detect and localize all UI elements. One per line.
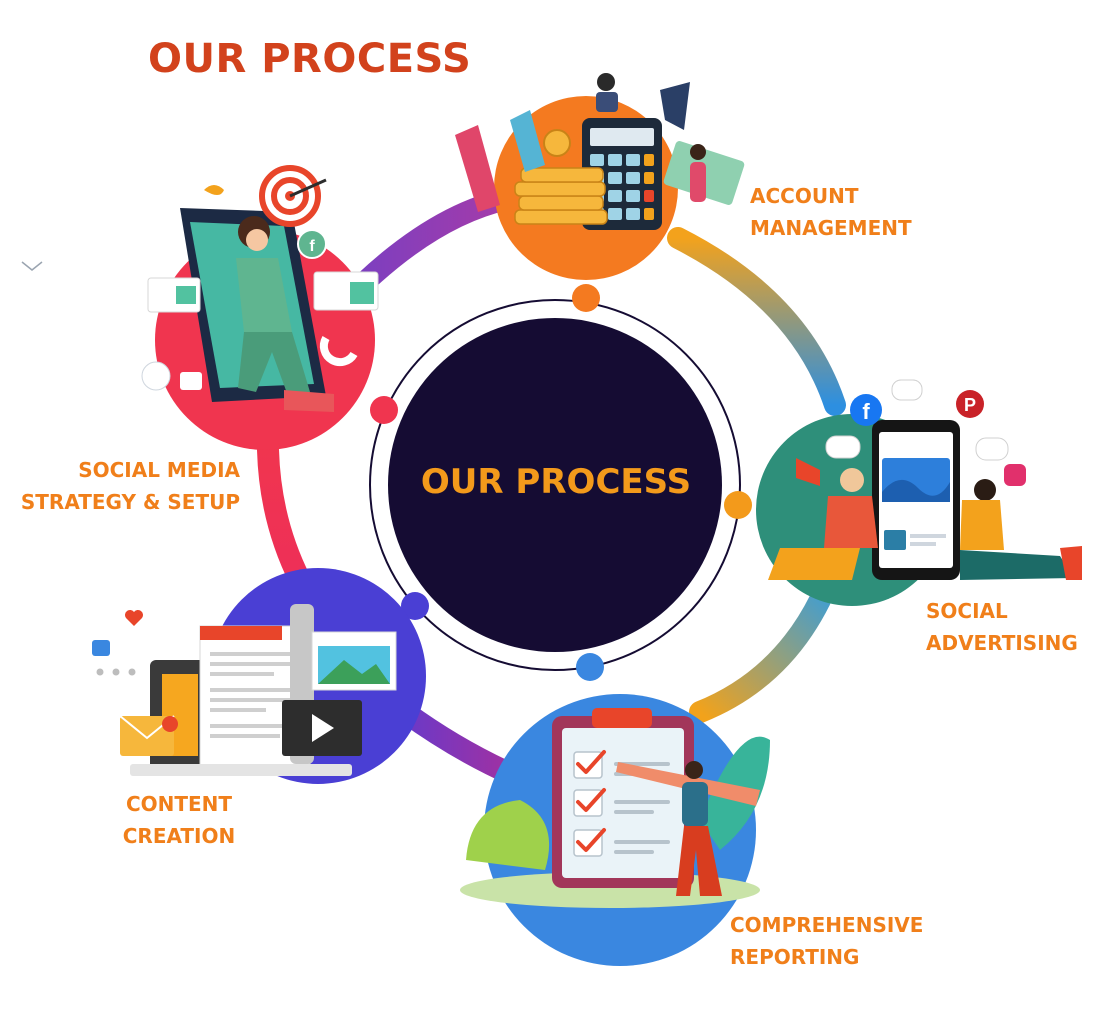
step-label-line: SOCIAL: [926, 599, 1008, 623]
ring-dot-top: [572, 284, 600, 312]
step-label-social-media-strategy: SOCIAL MEDIA STRATEGY & SETUP: [20, 454, 240, 518]
ring-dot-lower-left: [401, 592, 429, 620]
step-label-content-creation: CONTENT CREATION: [104, 788, 254, 852]
ring-dot-bottom: [576, 653, 604, 681]
step-label-comprehensive-reporting: COMPREHENSIVE REPORTING: [730, 909, 923, 973]
step-label-account-management: ACCOUNT MANAGEMENT: [750, 180, 912, 244]
clipboard-checklist-icon: [552, 708, 760, 896]
hub-ring: [369, 299, 741, 671]
step-account-management-illustration: [455, 73, 745, 280]
step-label-line: CREATION: [122, 824, 236, 848]
step-label-line: REPORTING: [730, 945, 860, 969]
step-label-line: ADVERTISING: [926, 631, 1078, 655]
hub-circle: [388, 318, 722, 652]
step-label-line: STRATEGY & SETUP: [20, 490, 240, 514]
connector-arc-top: [354, 187, 523, 293]
step-label-line: SOCIAL MEDIA: [78, 458, 240, 482]
hub-label: OUR PROCESS: [420, 462, 692, 502]
step-label-line: ACCOUNT: [750, 184, 859, 208]
ring-dot-left: [370, 396, 398, 424]
calculator-coins-icon: [455, 73, 745, 230]
step-social-media-strategy-illustration: f: [21, 165, 379, 450]
step-label-line: COMPREHENSIVE: [730, 913, 924, 937]
connector-arc-left: [257, 439, 311, 591]
smartphone-social-icon: f P: [768, 379, 1082, 580]
step-label-social-advertising: SOCIAL ADVERTISING: [926, 595, 1078, 659]
connector-arc-lower-right: [689, 589, 831, 723]
step-label-line: MANAGEMENT: [750, 216, 912, 240]
step-comprehensive-reporting-illustration: [460, 694, 770, 966]
connector-arc-right: [667, 227, 846, 416]
svg-text:P: P: [964, 395, 976, 415]
page-title: OUR PROCESS: [148, 36, 472, 82]
svg-text:f: f: [309, 238, 315, 255]
phone-target-icon: f: [21, 165, 379, 412]
step-label-line: CONTENT: [125, 792, 233, 816]
step-content-creation-illustration: [92, 568, 426, 784]
step-social-advertising-illustration: f P: [756, 379, 1082, 606]
svg-text:f: f: [862, 399, 870, 424]
ring-dot-right: [724, 491, 752, 519]
content-documents-icon: [92, 604, 397, 776]
